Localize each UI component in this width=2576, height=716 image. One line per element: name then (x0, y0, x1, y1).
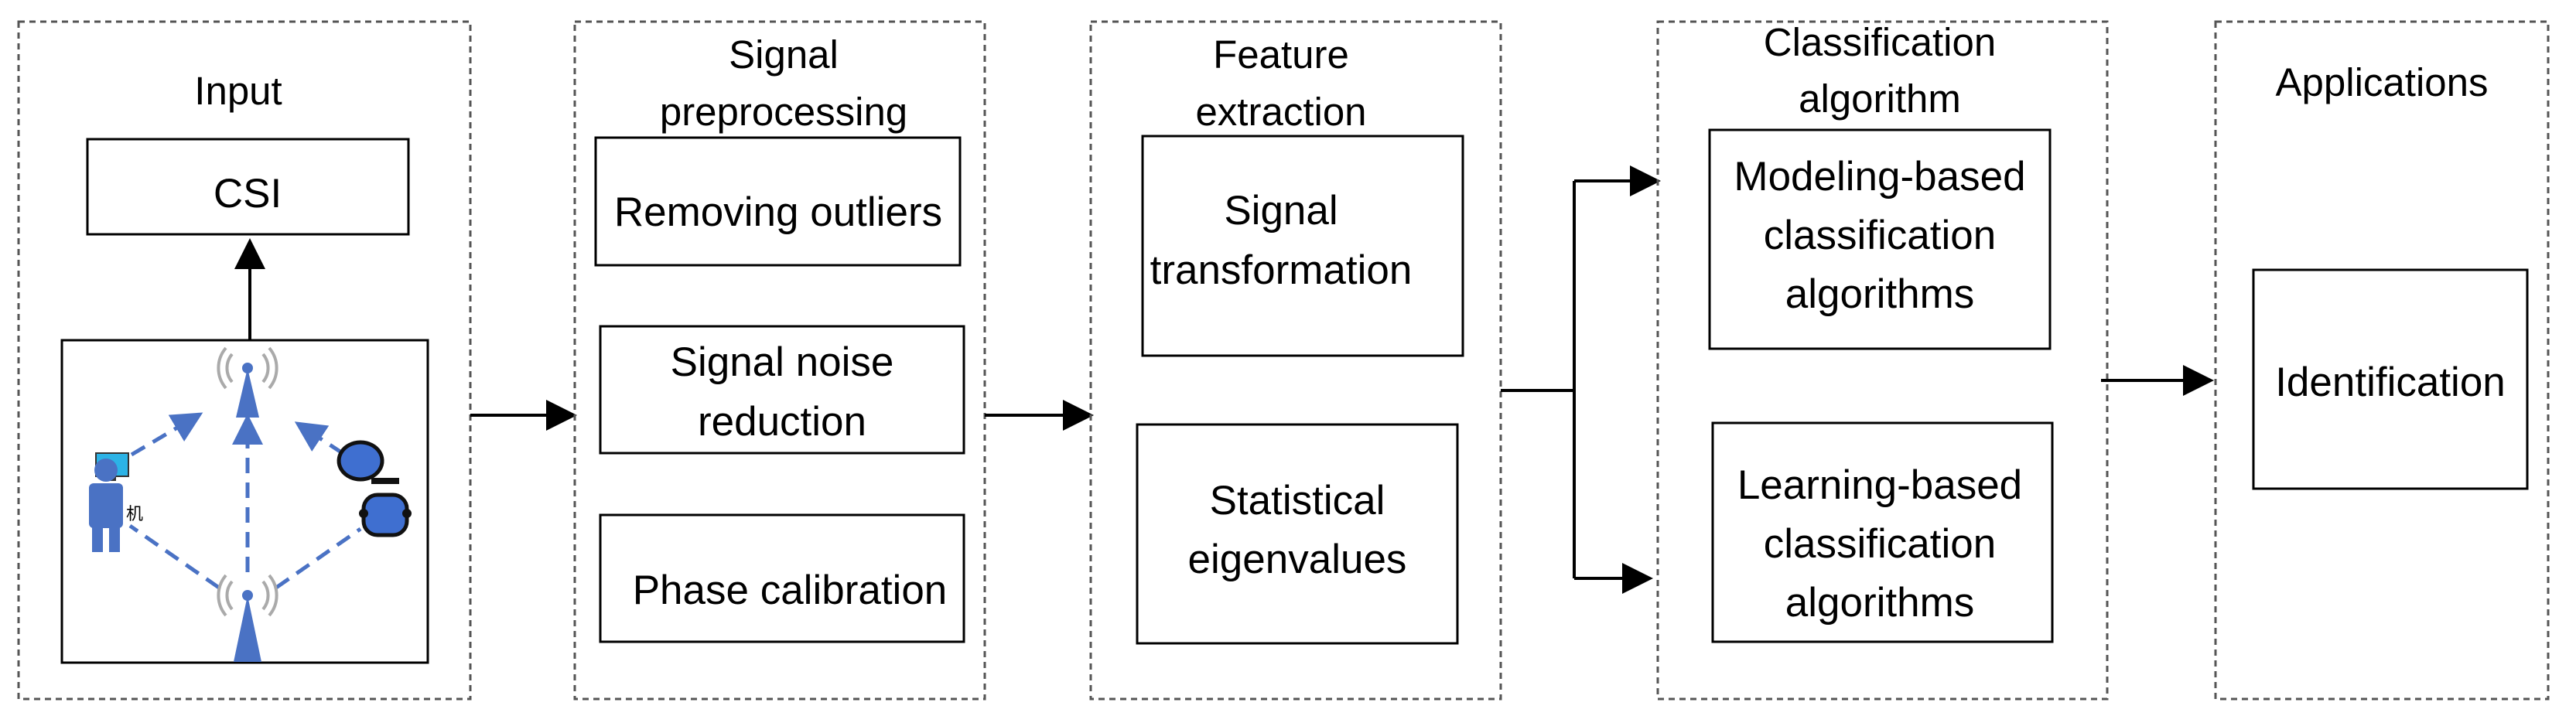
robot-icon (337, 440, 412, 537)
person-with-computer-icon: 机 (89, 452, 143, 552)
csi-box (86, 138, 410, 236)
learning-based-box (1711, 421, 2054, 643)
learning-based-label: algorithms (1785, 580, 1974, 626)
sensing-scene: 机 (60, 339, 429, 664)
modeling-based-label: Modeling-based (1734, 154, 2025, 199)
statistical-eigenvalues-box (1136, 423, 1459, 645)
stage-features-frame (1089, 20, 1502, 701)
removing-outliers-label: Removing outliers (614, 189, 942, 235)
modeling-based-box (1708, 128, 2052, 350)
phase-calibration-box (599, 513, 965, 643)
stage-input-frame (17, 20, 472, 701)
modeling-based-label: classification (1764, 213, 1996, 258)
csi-label: CSI (214, 171, 282, 217)
branch-connector (1501, 165, 1661, 594)
learning-based-label: Learning-based (1737, 462, 2022, 508)
signal-transformation-label: transformation (1150, 247, 1413, 293)
stage-applications-frame (2214, 20, 2550, 701)
stage-classification-title: algorithm (1799, 77, 1961, 121)
stage-feature-extraction: Feature extraction Signal transformation… (1089, 20, 1502, 701)
statistical-eigenvalues-label: Statistical (1210, 478, 1385, 523)
stage-preprocessing-title: Signal (729, 32, 839, 77)
removing-outliers-box (594, 136, 962, 267)
link-rx-to-person (128, 523, 220, 590)
signal-noise-reduction-label: Signal noise (671, 339, 894, 385)
identification-label: Identification (2275, 360, 2506, 405)
link-rx-to-robot (275, 527, 362, 590)
signal-transformation-label: Signal (1224, 188, 1338, 234)
stage-applications: Applications Identification (2214, 20, 2550, 701)
learning-based-label: classification (1764, 521, 1996, 567)
modeling-based-label: algorithms (1785, 271, 1974, 317)
identification-box (2252, 268, 2529, 490)
stage-applications-title: Applications (2276, 60, 2489, 104)
stage-preprocessing-frame (573, 20, 986, 701)
signal-transformation-box (1141, 135, 1464, 357)
person-small-glyph: 机 (126, 504, 143, 523)
statistical-eigenvalues-label: eigenvalues (1188, 537, 1407, 582)
link-person-to-tx (130, 412, 203, 457)
wifi-antenna-icon (217, 574, 278, 662)
stage-features-title: Feature (1213, 32, 1349, 77)
stage-preprocessing-title: preprocessing (660, 90, 907, 134)
stage-features-title: extraction (1195, 90, 1366, 134)
phase-calibration-label: Phase calibration (633, 568, 948, 613)
wifi-antenna-icon (217, 346, 278, 418)
stage-input-title: Input (194, 69, 282, 113)
stage-input: Input CSI (17, 20, 472, 701)
stage-classification-title: Classification (1764, 20, 1996, 64)
signal-noise-reduction-label: reduction (698, 399, 866, 445)
stage-signal-preprocessing: Signal preprocessing Removing outliers S… (573, 20, 986, 701)
signal-noise-reduction-box (599, 325, 965, 455)
stage-classification-algorithm: Classification algorithm Modeling-based … (1656, 20, 2109, 701)
